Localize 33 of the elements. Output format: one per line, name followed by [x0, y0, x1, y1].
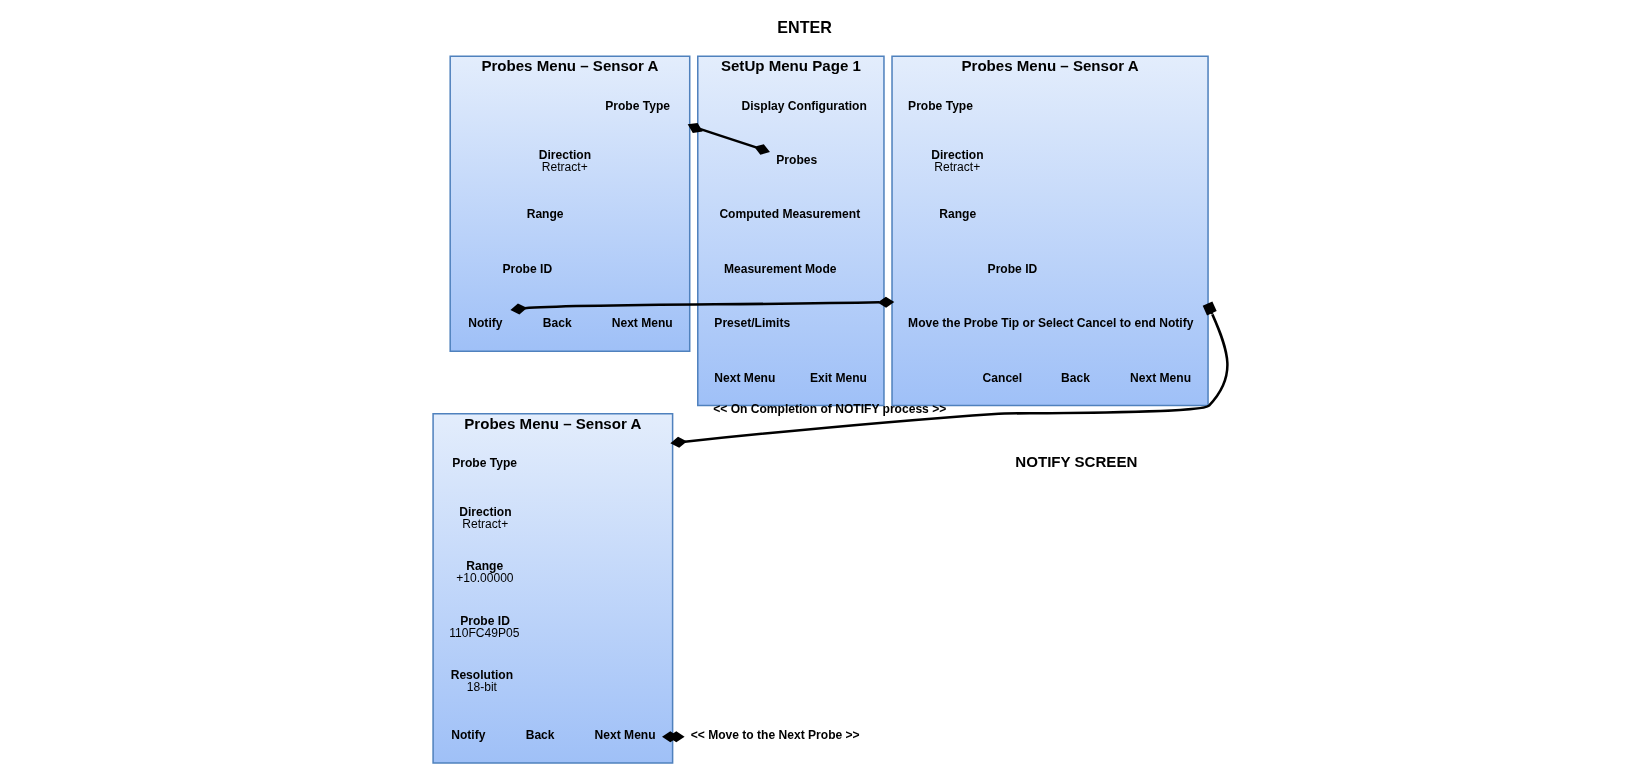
node-text: Next Menu — [594, 727, 656, 742]
node-text: Probe ID 110FC49P05 — [448, 613, 519, 640]
node-text: Range — [526, 207, 564, 222]
node-text: Back — [525, 727, 555, 742]
node-text: Computed Measurement — [718, 207, 860, 222]
node-text: Next Menu — [713, 370, 775, 385]
node-text: Range — [938, 207, 976, 222]
node-text: Display Configuration — [741, 98, 867, 113]
node-text: Probe Type — [604, 98, 670, 113]
node-text: Notify — [450, 727, 485, 742]
node-text: Probes — [775, 153, 817, 168]
node-text: Measurement Mode — [723, 261, 837, 276]
node-text: Direction Retract+ — [538, 147, 591, 174]
node-text: Probe ID — [502, 261, 552, 276]
node-text: Notify — [467, 316, 502, 331]
node-text: Probe Type — [907, 98, 973, 113]
node-text: Probe Type — [451, 456, 517, 471]
node-text: Back — [542, 316, 572, 331]
node-text: Next Menu — [611, 316, 673, 331]
node-text: << Move to the Next Probe >> — [690, 727, 860, 742]
node-text: Resolution 18-bit — [450, 667, 513, 695]
node-text: Preset/Limits — [713, 316, 790, 331]
node-text: Range +10.00000 — [455, 559, 514, 586]
node-text: Direction Retract+ — [930, 147, 984, 174]
node-text: Exit Menu — [809, 370, 867, 385]
node-label: NOTIFY SCREEN — [1014, 453, 1137, 471]
node-text: Next Menu — [1129, 370, 1191, 385]
node-text: Probe ID — [987, 261, 1037, 276]
label: ENTER — [776, 18, 832, 36]
node-text: Back — [1060, 370, 1090, 385]
node-text: Cancel — [982, 370, 1022, 385]
node-text: Move the Probe Tip or Select Cancel to end Notify — [907, 316, 1193, 331]
node-text: Direction Retract+ — [458, 504, 512, 531]
